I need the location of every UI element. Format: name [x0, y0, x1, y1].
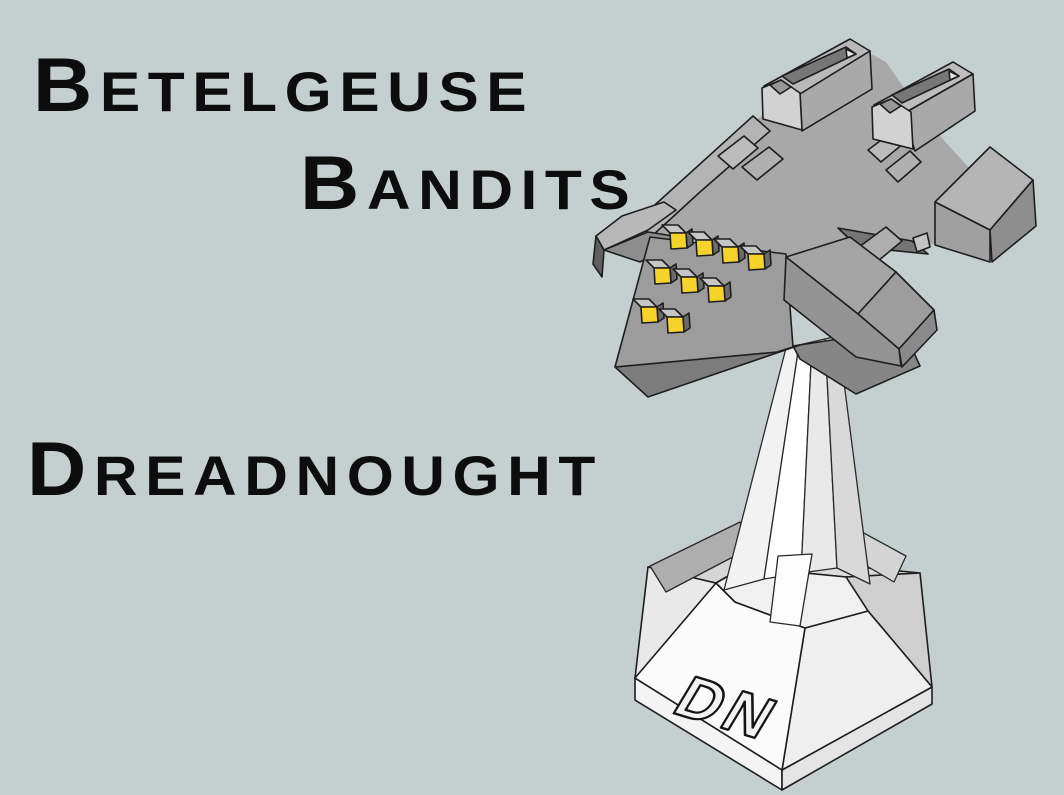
- nacelle-support-right-2: [886, 151, 921, 182]
- miniature-stand: [650, 336, 906, 626]
- ship-class-title: DREADNOUGHT: [27, 427, 603, 512]
- nacelle-left: [762, 39, 872, 131]
- window-cube: [659, 309, 690, 333]
- nacelle-left-slot-highlight: [846, 49, 856, 58]
- pod-right: [899, 310, 937, 367]
- window-cube: [673, 269, 704, 293]
- nacelle-support-left-1: [718, 136, 758, 169]
- ship-model: [593, 39, 1036, 397]
- window-cube: [633, 299, 664, 323]
- window-lights: [633, 225, 771, 333]
- window-cube: [646, 260, 677, 284]
- stand-fin-front: [770, 554, 812, 626]
- faction-name-line1: BETELGEUSE: [33, 43, 535, 128]
- nose-fin-front: [593, 236, 604, 277]
- wing-front: [784, 257, 901, 366]
- stern-block: [935, 147, 1036, 262]
- window-cube: [740, 246, 771, 270]
- stern-block-left: [935, 202, 990, 262]
- window-cube: [662, 225, 693, 249]
- deck-notch-detail: [913, 233, 930, 252]
- wing-pod: [784, 237, 937, 367]
- nacelle-right: [872, 62, 975, 151]
- window-cube: [700, 278, 731, 302]
- nacelle-left-notch: [770, 80, 791, 94]
- faction-name-line2: BANDITS: [300, 141, 638, 226]
- nacelle-support-left-2: [742, 147, 783, 180]
- nacelle-right-notch: [880, 99, 901, 113]
- stern-block-right: [990, 180, 1036, 262]
- nacelle-right-slot-highlight: [949, 71, 959, 80]
